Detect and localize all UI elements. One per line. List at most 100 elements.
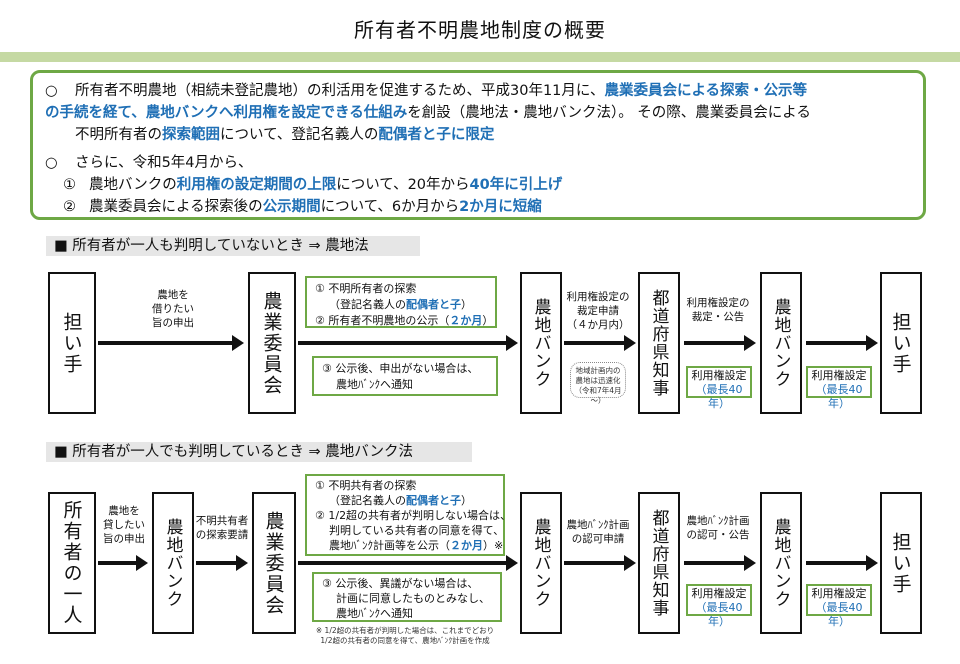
text-segment: 所有者不明農地（相続未登記農地）の利活用を促進するため、平成30年11月に、 [75,83,605,99]
step-line: ① 不明所有者の探索 [315,281,487,297]
section-1-bank-box-2: 農地バンク [760,272,802,414]
section-2-lease-tag-2: 利用権設定 （最長40年） [806,584,872,628]
text-segment: ） [461,494,472,507]
section-1-arrow-3 [564,335,636,351]
section-1-lease-tag-2-value: （最長40年） [815,383,863,410]
section-2-bank-box-2: 農地バンク [760,492,802,634]
text-segment: 農地ﾊﾞﾝｸへ通知 [336,607,413,620]
section-2-lease-tag-2-value: （最長40年） [815,601,863,628]
page-title: 所有者不明農地制度の概要 [354,18,606,42]
text-segment: 計画に同意したものとみなし、 [336,592,490,605]
section-2-steps-box-2: ③ 公示後、異議がない場合は、計画に同意したものとみなし、農地ﾊﾞﾝｸへ通知 [312,572,502,622]
step-line: 計画に同意したものとみなし、 [322,591,492,606]
section-2-bank-label: 農地バンク [530,518,551,608]
section-1-lease-tag-2-label: 利用権設定 [811,369,867,382]
highlighted-text: 農業委員会による探索・公示等 [604,83,808,99]
section-1-lease-tag-1-label: 利用権設定 [691,369,747,382]
section-1-lease-tag-1: 利用権設定 （最長40年） [686,366,752,410]
text-segment: について、20年から [336,177,470,193]
section-2-arrow-4-label: 農地ﾊﾞﾝｸ計画 の認可申請 [566,519,630,545]
section-2-bank-box: 農地バンク [520,492,562,634]
highlighted-text: 2か月に短縮 [459,199,542,215]
text-segment: （登記名義人の [329,298,406,311]
section-2-arrow-2-label: 不明共有者 の探索要請 [195,515,249,541]
highlighted-text: 40年に引上げ [469,177,563,193]
section-2-prefecture-box: 都道府県知事 [638,492,680,634]
section-2-lease-tag-2-label: 利用権設定 [811,587,867,600]
step-line: 農地ﾊﾞﾝｸへ通知 [322,606,492,621]
section-1-bank-box: 農地バンク [520,272,562,414]
section-1-steps-box-2: ③ 公示後、申出がない場合は、農地ﾊﾞﾝｸへ通知 [312,356,498,396]
section-2-lease-tag-1-value: （最長40年） [695,601,743,628]
text-segment: 農地ﾊﾞﾝｸ計画等を公示（ [329,539,450,552]
section-2-bank-box-0: 農地バンク [152,492,194,634]
section-1-committee-box: 農業委員会 [248,272,296,414]
text-segment: ） [461,298,472,311]
summary-item-1: 農地バンクの利用権の設定期間の上限について、20年から40年に引上げ [89,175,562,195]
section-1-arrow-2 [298,335,518,351]
section-2-arrow-4 [564,555,636,571]
section-2-end-label: 担い手 [889,531,912,595]
summary-paragraph-1-line-3: 不明所有者の探索範囲について、登記名義人の配偶者と子に限定 [75,125,494,145]
text-segment: ③ 公示後、申出がない場合は、 [322,362,479,375]
step-line: 農地ﾊﾞﾝｸへ通知 [322,377,488,393]
highlighted-text: 探索範囲 [162,127,220,143]
summary-bullet-1: ○ [45,83,58,99]
summary-bullet-2: ○ [45,155,58,171]
summary-item-2: 農業委員会による探索後の公示期間について、6か月から2か月に短縮 [89,197,542,217]
section-1-header: ■ 所有者が一人も判明していないとき ⇒ 農地法 [46,236,420,256]
section-1-arrow-1-label: 農地を 借りたい 旨の申出 [152,289,194,329]
section-1-start-box: 担い手 [48,272,96,414]
text-segment: ② 所有者不明農地の公示（ [315,314,450,327]
highlighted-text: 利用権の設定期間の上限 [176,177,337,193]
section-2-arrow-2 [196,555,248,571]
highlighted-text: 配偶者と子に限定 [378,127,495,143]
section-1-prefecture-box: 都道府県知事 [638,272,680,414]
section-2-arrow-3 [298,555,518,571]
text-segment: ③ 公示後、異議がない場合は、 [322,577,479,590]
step-line: 判明している共有者の同意を得て、 [315,523,504,538]
text-segment: 農地ﾊﾞﾝｸへ通知 [336,378,413,391]
section-2-footnote: ※ 1/2超の共有者が判明した場合は、これまでどおり 1/2超の共有者の同意を得… [315,626,495,645]
summary-item-1-number: ① [63,177,76,193]
step-line: ② 所有者不明農地の公示（２か月） [315,313,493,329]
section-1-arrow-5 [806,335,878,351]
section-2-prefecture-label: 都道府県知事 [648,509,669,617]
text-segment: ① 不明共有者の探索 [315,479,417,492]
section-2-header: ■ 所有者が一人でも判明しているとき ⇒ 農地バンク法 [46,442,472,462]
section-2-arrow-6 [806,555,878,571]
summary-box: ○ 所有者不明農地（相続未登記農地）の利活用を促進するため、平成30年11月に、… [30,70,926,220]
section-2-arrow-1 [98,555,148,571]
section-2-start-label: 所有者の一人 [60,500,83,626]
highlighted-text: ２か月 [449,314,483,327]
section-2-steps-box-1: ① 不明共有者の探索（登記名義人の配偶者と子）② 1/2超の共有者が判明しない場… [305,474,511,556]
summary-item-2-number: ② [63,199,76,215]
section-1-prefecture-label: 都道府県知事 [648,289,669,397]
title-divider [0,52,960,62]
text-segment: 農地バンクの [89,177,177,193]
section-2-lease-tag-1: 利用権設定 （最長40年） [686,584,752,628]
step-line: ② 1/2超の共有者が判明しない場合は、 [315,508,511,523]
text-segment: について、6か月から [320,199,460,215]
section-2-committee-box: 農業委員会 [252,492,296,634]
section-2-start-box: 所有者の一人 [48,492,96,634]
section-1-expedite-note: 地域計画内の 農地は迅速化 （令和7年4月～） [570,362,626,405]
section-2-end-box: 担い手 [880,492,922,634]
step-line: ③ 公示後、異議がない場合は、 [322,576,492,591]
section-1-lease-tag-1-value: （最長40年） [695,383,743,410]
section-1-arrow-4-label: 利用権設定の 裁定・公告 [686,297,750,323]
section-2-arrow-5 [684,555,756,571]
summary-paragraph-2: さらに、令和5年4月から、 [75,155,253,171]
section-2-arrow-5-label: 農地ﾊﾞﾝｸ計画 の認可・公告 [686,515,750,541]
text-segment: ） [482,314,494,327]
step-line: （登記名義人の配偶者と子） [315,297,487,313]
section-2-bank-0-label: 農地バンク [162,518,183,608]
step-line: （登記名義人の配偶者と子） [315,493,495,508]
section-1-arrow-1 [98,335,244,351]
text-segment: 判明している共有者の同意を得て、 [329,524,505,537]
section-1-steps-box-1: ① 不明所有者の探索（登記名義人の配偶者と子）② 所有者不明農地の公示（２か月） [305,276,497,328]
text-segment: を創設（農地法・農地バンク法）。 その際、農業委員会による [407,105,811,121]
text-segment: 不明所有者の [75,127,162,143]
section-2-arrow-1-label: 農地を 貸したい 旨の申出 [103,505,145,545]
section-1-start-label: 担い手 [60,311,83,375]
